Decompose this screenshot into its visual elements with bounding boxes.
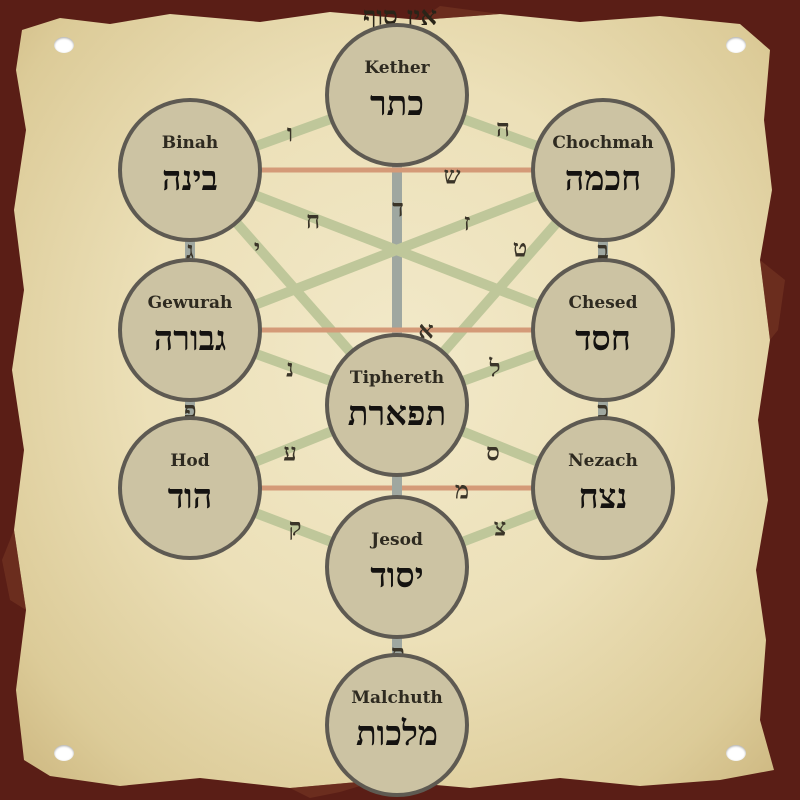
sefirah-circle [118,258,262,402]
path-letter-tiphereth-hod: ע [283,438,297,467]
sefirah-latin-name: Chesed [569,293,638,313]
sefirah-circle [325,495,469,639]
sefirah-hebrew-name: נצח [579,477,628,517]
path-letter-tiphereth-nezach: ס [486,438,500,467]
path-letter-binah-tiphereth: י [254,234,260,263]
mounting-hole-top-right [726,37,746,53]
sefirah-hebrew-name: הוד [168,477,213,517]
sefirah-latin-name: Chochmah [552,133,653,153]
path-letter-chesed-tiphereth: ל [488,354,500,383]
mounting-hole-bottom-right [726,745,746,761]
sefirah-circle [118,416,262,560]
path-letter-kether-chochmah: ה [496,114,510,143]
sefirah-hebrew-name: מלכות [356,714,438,754]
sefirah-gewurah: Gewurah גבורה [118,258,262,402]
sefirah-circle [325,653,469,797]
path-letter-gewurah-chesed: א [418,316,433,345]
sefirah-nezach: Nezach נצח [531,416,675,560]
sefirah-latin-name: Nezach [568,451,638,471]
path-letter-binah-chochmah: ש [444,161,461,190]
sefirah-hebrew-name: חכמה [565,159,641,199]
path-chochmah-gewurah [188,165,605,335]
sefirah-chesed: Chesed חסד [531,258,675,402]
path-letter-hod-nezach: מ [455,476,469,505]
sefirah-circle [325,23,469,167]
sefirah-hebrew-name: יסוד [370,556,423,596]
sefirah-hebrew-name: תפארת [348,394,447,434]
sefirah-jesod: Jesod יסוד [325,495,469,639]
sefirah-hebrew-name: כתר [370,84,424,124]
path-letter-hod-jesod: ק [289,513,302,542]
sefirah-tiphereth: Tiphereth תפארת [325,333,469,477]
sefirot-layer: KetherכתרChochmahחכמהBinahבינהChesedחסדG… [118,23,675,797]
sefirah-circle [325,333,469,477]
mounting-hole-top-left [54,37,74,53]
path-letter-chochmah-chesed: ב [597,236,609,265]
sefirah-binah: Binah בינה [118,98,262,242]
mounting-hole-bottom-left [54,745,74,761]
sefirah-circle [531,98,675,242]
sefirah-circle [531,258,675,402]
sefirah-kether: Kether כתר [325,23,469,167]
path-letter-chochmah-tiphereth: ט [513,234,528,263]
sefirah-latin-name: Kether [364,58,430,78]
path-letter-chochmah-gewurah: ז [464,208,471,237]
path-letter-binah-chesed: ח [306,206,320,235]
sefirah-hebrew-name: בינה [162,159,218,199]
path-letter-kether-tiphereth: ד [392,194,404,223]
sefirah-latin-name: Gewurah [148,293,233,313]
sefirah-latin-name: Malchuth [351,688,443,708]
path-letter-nezach-jesod: צ [494,513,507,542]
sefirah-malchuth: Malchuth מלכות [325,653,469,797]
sefirah-hebrew-name: חסד [575,319,631,359]
sefirah-latin-name: Binah [162,133,219,153]
sefirah-chochmah: Chochmah חכמה [531,98,675,242]
sefirah-latin-name: Jesod [369,530,423,550]
path-letter-kether-binah: ו [287,119,293,148]
sefirah-hod: Hod הוד [118,416,262,560]
path-letter-binah-gewurah: ג [186,236,194,265]
sefirah-latin-name: Hod [170,451,209,471]
sefirah-latin-name: Tiphereth [350,368,444,388]
path-letter-chesed-nezach: כ [597,396,609,425]
path-letter-gewurah-tiphereth: נ [286,354,294,383]
sefirah-circle [531,416,675,560]
sefirah-circle [118,98,262,242]
sefirah-hebrew-name: גבורה [154,319,227,359]
